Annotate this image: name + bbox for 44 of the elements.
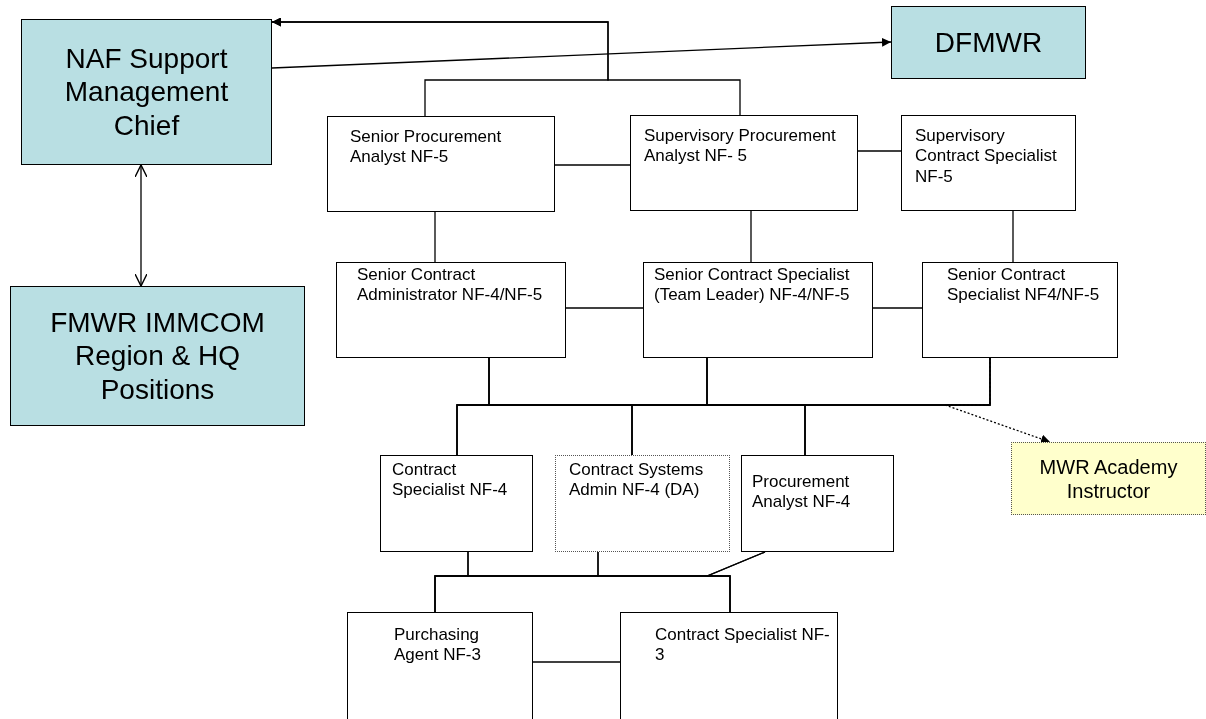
connector-line <box>804 357 991 456</box>
position-box <box>922 262 1118 358</box>
position-box <box>380 455 533 552</box>
connector-line <box>565 307 644 309</box>
position-box <box>741 455 894 552</box>
position-title: Senior Procurement Analyst NF-5 <box>350 127 503 168</box>
position-title: Contract Specialist NF-3 <box>655 625 831 666</box>
position-title: Senior Contract Administrator NF-4/NF-5 <box>357 265 544 306</box>
position-box <box>643 262 873 358</box>
position-box <box>327 116 555 212</box>
connector-line <box>1012 210 1014 263</box>
arrow <box>271 17 741 116</box>
position-title: Supervisory Procurement Analyst NF- 5 <box>644 126 837 167</box>
arrow <box>271 37 892 69</box>
position-box <box>901 115 1076 211</box>
connector-line <box>434 211 436 263</box>
dotted-arrow <box>944 357 1051 444</box>
position-title: NAF Support Management Chief <box>63 41 230 143</box>
position-title: MWR Academy Instructor <box>1038 454 1179 503</box>
connector-line <box>706 551 766 613</box>
connector-line <box>872 307 923 309</box>
position-title: Supervisory Contract Specialist NF-5 <box>915 126 1058 188</box>
external-role-box <box>1011 442 1206 515</box>
position-title: Senior Contract Specialist NF4/NF-5 <box>947 265 1101 306</box>
position-title: Contract Specialist NF-4 <box>392 460 509 501</box>
unit-box <box>21 19 272 165</box>
arrow <box>134 164 148 287</box>
position-title: DFMWR <box>934 25 1043 60</box>
connector-line <box>750 210 752 263</box>
position-title: Contract Systems Admin NF-4 (DA) <box>569 460 705 501</box>
position-box <box>347 612 533 719</box>
connector-line <box>532 661 621 663</box>
position-title: Purchasing Agent NF-3 <box>394 625 482 666</box>
position-title: FMWR IMMCOM Region & HQ Positions <box>49 305 266 407</box>
connector-line <box>554 164 631 166</box>
position-title: Senior Contract Specialist (Team Leader) NF-4/NF-5 <box>654 265 851 306</box>
position-box <box>630 115 858 211</box>
position-box <box>336 262 566 358</box>
connector-line <box>857 150 902 152</box>
position-box <box>620 612 838 719</box>
position-title: Procurement Analyst NF-4 <box>752 472 852 513</box>
unit-box <box>10 286 305 426</box>
position-box <box>555 455 730 552</box>
unit-box <box>891 6 1086 79</box>
